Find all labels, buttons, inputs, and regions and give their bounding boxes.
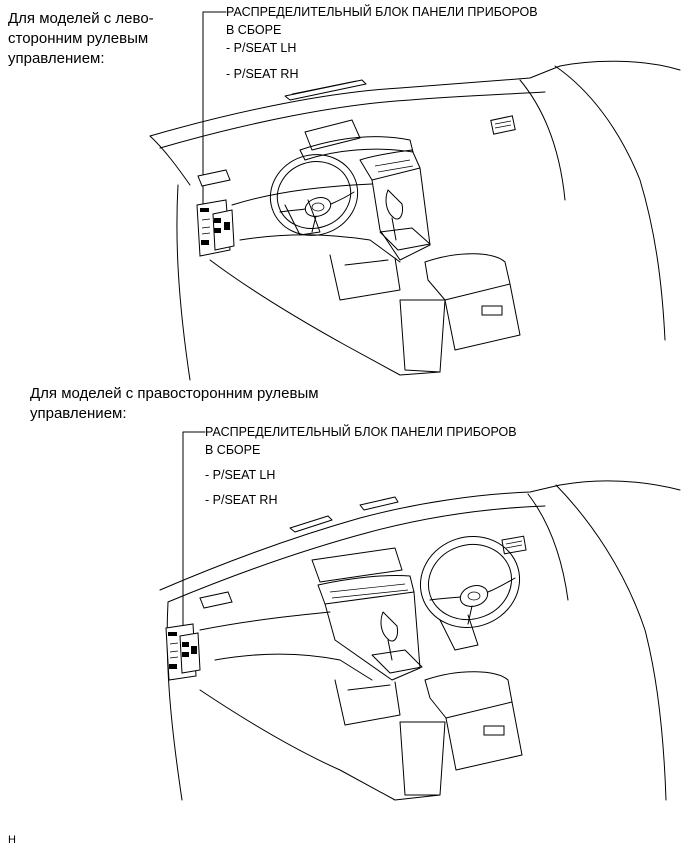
lhd-item-pseat-rh: - P/SEAT RH <box>226 67 299 81</box>
rhd-item-pseat-rh: - P/SEAT RH <box>205 493 278 507</box>
rhd-label-line1: РАСПРЕДЕЛИТЕЛЬНЫЙ БЛОК ПАНЕЛИ ПРИБОРОВ <box>205 425 517 439</box>
rhd-leader-line <box>182 431 206 626</box>
lhd-dashboard-illustration <box>149 11 681 381</box>
rhd-caption: Для моделей с правосторонним рулевым упр… <box>30 385 319 422</box>
rhd-label-line2: В СБОРЕ <box>205 443 261 457</box>
rhd-item-pseat-lh: - P/SEAT LH <box>205 468 276 482</box>
lhd-caption: Для моделей с лево- сторонним рулевым уп… <box>8 10 154 67</box>
rhd-steering-wheel-icon <box>419 535 521 629</box>
lhd-steering-wheel-icon <box>269 154 359 236</box>
footer-code: H <box>8 834 16 846</box>
lhd-junction-block-icon <box>196 199 235 257</box>
rhd-junction-block-icon <box>165 623 201 681</box>
rhd-component-label: РАСПРЕДЕЛИТЕЛЬНЫЙ БЛОК ПАНЕЛИ ПРИБОРОВ В… <box>205 423 517 509</box>
lhd-item-pseat-lh: - P/SEAT LH <box>226 41 297 55</box>
lhd-component-label: РАСПРЕДЕЛИТЕЛЬНЫЙ БЛОК ПАНЕЛИ ПРИБОРОВ В… <box>226 3 538 83</box>
lhd-label-line1: РАСПРЕДЕЛИТЕЛЬНЫЙ БЛОК ПАНЕЛИ ПРИБОРОВ <box>226 5 538 19</box>
lhd-leader-line <box>202 11 227 206</box>
lhd-label-line2: В СБОРЕ <box>226 23 282 37</box>
